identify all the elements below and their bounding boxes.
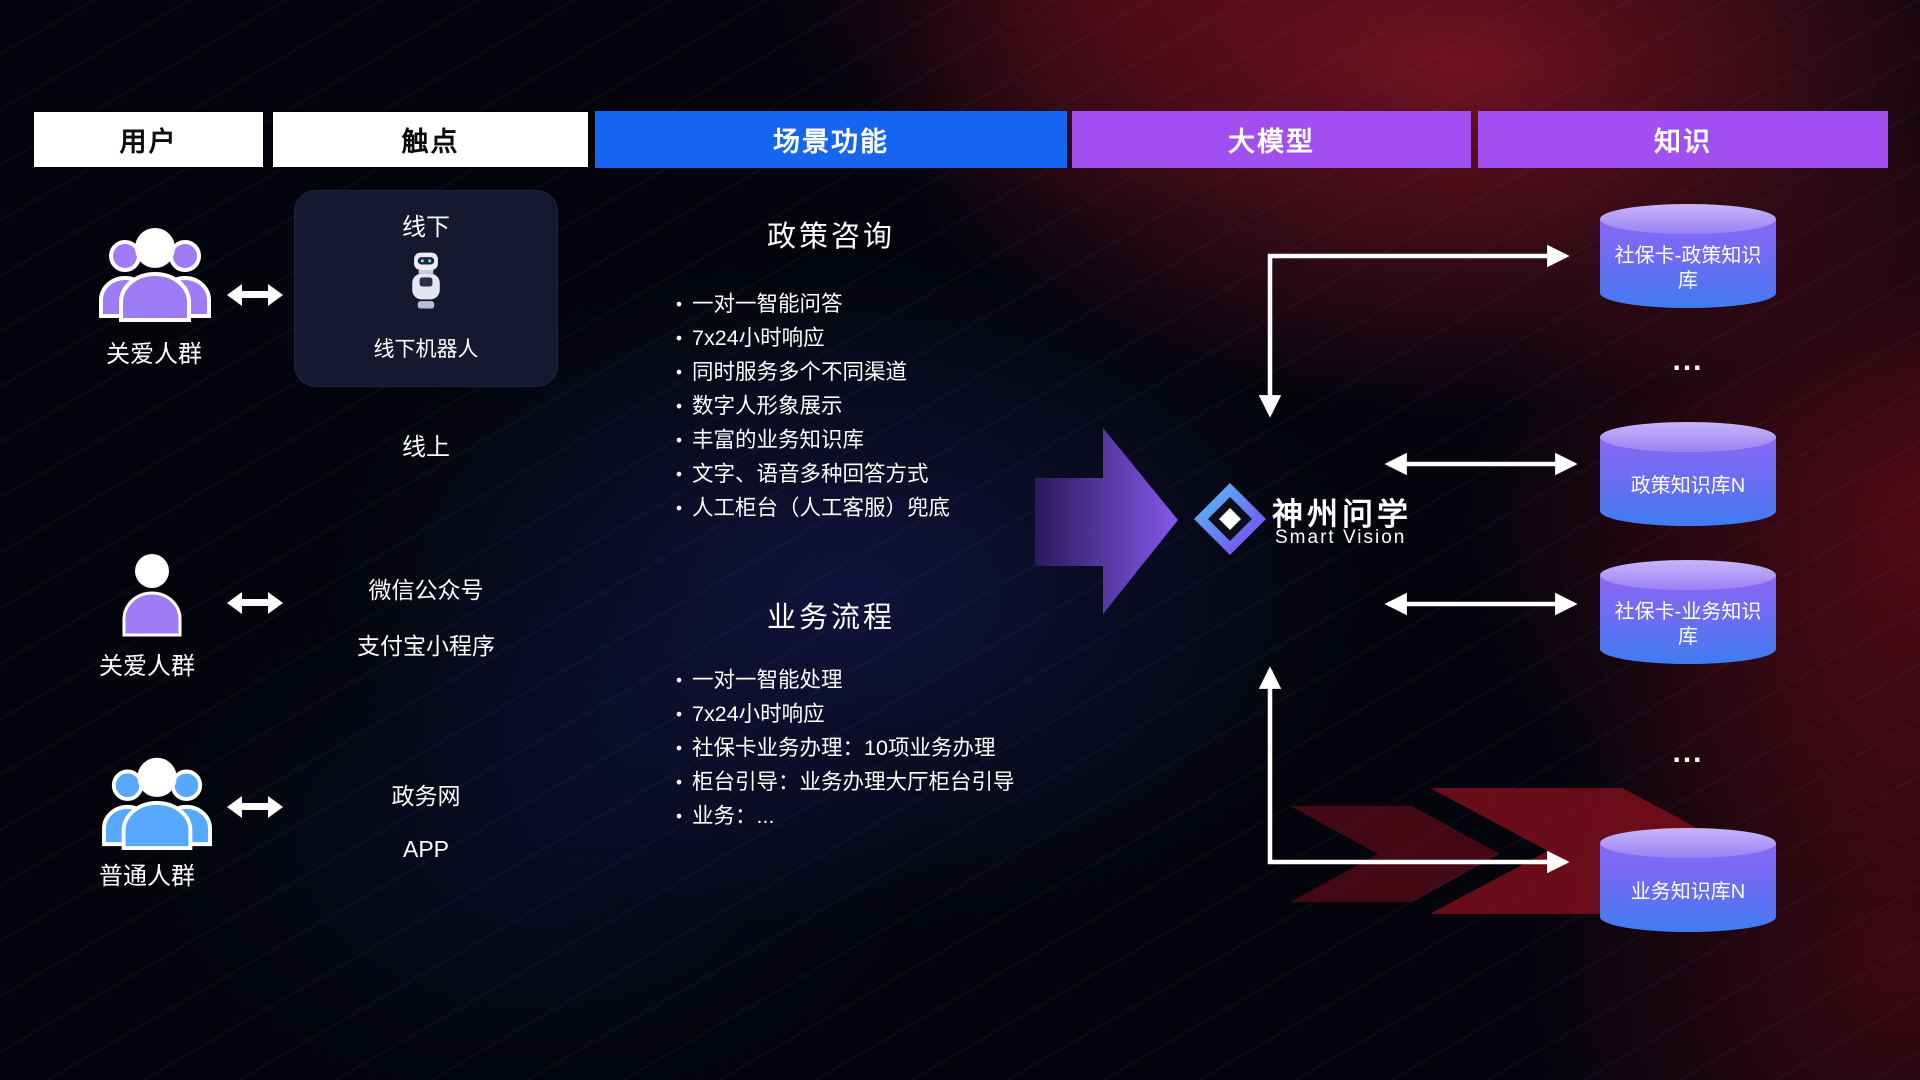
ellipsis: ... bbox=[1672, 736, 1704, 769]
list-item: 人工柜台（人工客服）兜底 bbox=[676, 492, 950, 526]
online-title: 线上 bbox=[402, 434, 450, 461]
user-group-blue-icon bbox=[95, 746, 219, 852]
db-cylinder-top bbox=[1600, 560, 1776, 590]
model-brand-subtitle: Smart Vision bbox=[1275, 527, 1407, 548]
channel-app: APP bbox=[402, 836, 450, 862]
user-group-label: 关爱人群 bbox=[106, 341, 202, 368]
offline-robot-label: 线下机器人 bbox=[373, 338, 479, 361]
knowledge-db-policy-ss-card: 社保卡-政策知识库 bbox=[1600, 204, 1776, 308]
bidirectional-arrow bbox=[227, 795, 283, 818]
list-item: 社保卡业务办理：10项业务办理 bbox=[676, 732, 1015, 766]
ellipsis: ... bbox=[1672, 344, 1704, 377]
db-label: 社保卡-业务知识库 bbox=[1614, 600, 1762, 648]
scenario-title-business: 业务流程 bbox=[766, 602, 895, 634]
user-group-purple-icon bbox=[95, 216, 215, 324]
scenario-title-policy: 政策咨询 bbox=[766, 221, 895, 253]
list-item: 数字人形象展示 bbox=[676, 390, 950, 424]
user-person-label: 关爱人群 bbox=[99, 653, 195, 680]
list-item: 柜台引导：业务办理大厅柜台引导 bbox=[676, 766, 1015, 800]
offline-title: 线下 bbox=[402, 214, 450, 241]
business-feature-list: 一对一智能处理 7x24小时响应 社保卡业务办理：10项业务办理 柜台引导：业务… bbox=[676, 664, 1015, 834]
db-cylinder-top bbox=[1600, 422, 1776, 452]
bidirectional-arrow bbox=[227, 283, 283, 306]
list-item: 一对一智能处理 bbox=[676, 664, 1015, 698]
list-item: 丰富的业务知识库 bbox=[676, 424, 950, 458]
channel-gov-web: 政务网 bbox=[391, 783, 461, 809]
channel-alipay: 支付宝小程序 bbox=[357, 633, 495, 659]
knowledge-db-business-n: 业务知识库N bbox=[1600, 828, 1776, 932]
bidirectional-arrow bbox=[227, 591, 283, 614]
db-label: 社保卡-政策知识库 bbox=[1614, 244, 1762, 292]
column-header-knowledge: 知识 bbox=[1478, 111, 1888, 168]
robot-icon bbox=[404, 249, 448, 313]
channel-wechat: 微信公众号 bbox=[368, 577, 484, 603]
column-header-users: 用户 bbox=[33, 111, 264, 168]
column-header-touchpoints: 触点 bbox=[272, 111, 589, 168]
db-cylinder-top bbox=[1600, 204, 1776, 234]
db-cylinder-top bbox=[1600, 828, 1776, 858]
column-header-model: 大模型 bbox=[1072, 111, 1471, 168]
policy-feature-list: 一对一智能问答 7x24小时响应 同时服务多个不同渠道 数字人形象展示 丰富的业… bbox=[676, 288, 950, 526]
user-person-purple-icon bbox=[122, 549, 182, 637]
list-item: 一对一智能问答 bbox=[676, 288, 950, 322]
knowledge-db-policy-n: 政策知识库N bbox=[1600, 422, 1776, 526]
knowledge-db-business-ss-card: 社保卡-业务知识库 bbox=[1600, 560, 1776, 664]
column-header-scenarios: 场景功能 bbox=[595, 111, 1067, 168]
db-label: 业务知识库N bbox=[1630, 881, 1746, 903]
user-group-blue-label: 普通人群 bbox=[99, 863, 195, 890]
db-label: 政策知识库N bbox=[1630, 475, 1746, 497]
db-cylinder-body: 社保卡-政策知识库 bbox=[1600, 219, 1776, 308]
list-item: 业务：... bbox=[676, 800, 1015, 834]
model-brand-name: 神州问学 bbox=[1272, 497, 1412, 532]
list-item: 同时服务多个不同渠道 bbox=[676, 356, 950, 390]
list-item: 7x24小时响应 bbox=[676, 322, 950, 356]
list-item: 文字、语音多种回答方式 bbox=[676, 458, 950, 492]
list-item: 7x24小时响应 bbox=[676, 698, 1015, 732]
